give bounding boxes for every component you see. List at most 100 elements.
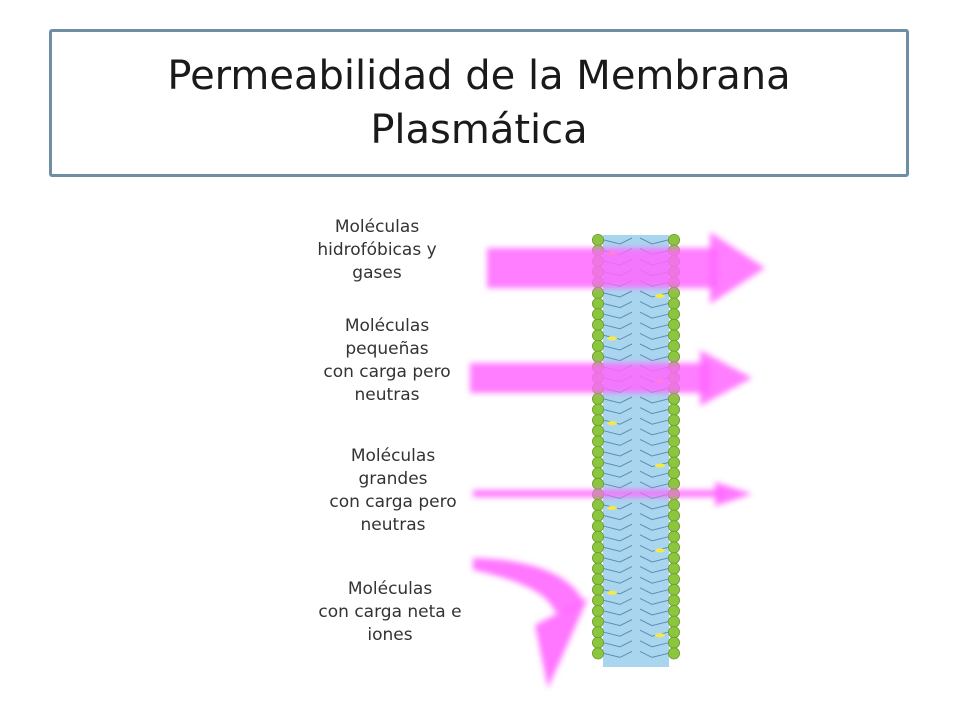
label-line: con carga neta e (318, 602, 462, 622)
label-line: pequeñas (345, 339, 429, 359)
phospholipid-head (592, 445, 605, 458)
phospholipid-head (592, 477, 605, 490)
label-large-neutral: Moléculas grandes con carga pero neutras (308, 445, 478, 537)
cholesterol-mark (655, 548, 665, 553)
label-line: con carga pero (329, 492, 457, 512)
phospholipid-head (668, 318, 681, 331)
label-line: gases (352, 263, 402, 283)
phospholipid-head (668, 562, 681, 575)
phospholipid-head (592, 647, 605, 660)
arrow-hydrophobic (487, 232, 765, 304)
phospholipid-head (592, 573, 605, 586)
lipid-tail (603, 311, 669, 319)
lipid-tail (603, 566, 669, 574)
lipid-tail (603, 523, 669, 531)
phospholipid-head (592, 456, 605, 469)
cholesterol-mark (607, 590, 617, 595)
phospholipid-head (592, 308, 605, 321)
label-charged-ions: Moléculas con carga neta e iones (295, 578, 485, 647)
label-line: con carga pero (323, 362, 451, 382)
phospholipid-head (668, 647, 681, 660)
lipid-tail (603, 597, 669, 605)
cholesterol-mark (607, 336, 617, 341)
label-line: neutras (360, 515, 426, 535)
phospholipid-head (668, 297, 681, 310)
slide-title: Permeabilidad de la Membrana Plasmática (167, 53, 791, 153)
lipid-tail (603, 608, 669, 616)
phospholipid-head (668, 626, 681, 639)
lipid-tail (603, 576, 669, 584)
phospholipid-head (592, 403, 605, 416)
phospholipid-head (668, 605, 681, 618)
phospholipid-head (668, 467, 681, 480)
phospholipid-head (592, 562, 605, 575)
phospholipid-head (668, 552, 681, 565)
phospholipid-head (668, 350, 681, 363)
arrow-small-neutral (470, 350, 752, 406)
arrow-charged-ions (473, 558, 588, 688)
cholesterol-mark (655, 294, 665, 298)
label-line: Moléculas (350, 446, 436, 466)
lipid-tail (603, 640, 669, 648)
membrane-core (603, 235, 669, 667)
label-line: Moléculas (344, 316, 430, 336)
phospholipid-head (592, 520, 605, 533)
phospholipid-head (592, 530, 605, 543)
lipid-tail (603, 650, 669, 658)
phospholipid-head (592, 467, 605, 480)
phospholipid-head (668, 615, 681, 628)
label-line: Moléculas (347, 579, 433, 599)
phospholipid-head (592, 318, 605, 331)
cholesterol-mark (655, 463, 665, 468)
phospholipid-head (668, 445, 681, 458)
phospholipid-head (592, 541, 605, 554)
lipid-tail (603, 343, 669, 351)
lipid-tail (603, 470, 669, 478)
phospholipid-head (592, 615, 605, 628)
phospholipid-head (668, 414, 681, 427)
phospholipid-head (592, 286, 605, 299)
label-line: Moléculas (334, 217, 420, 237)
phospholipid-head (668, 498, 681, 511)
lipid-tail (603, 396, 669, 404)
lipid-tail (603, 534, 669, 542)
phospholipid-head (592, 626, 605, 639)
lipid-tail (603, 513, 669, 521)
lipid-tail (603, 301, 669, 309)
lipid-tail (603, 428, 669, 436)
phospholipid-head (668, 392, 681, 405)
phospholipid-head (668, 594, 681, 607)
phospholipid-head (668, 509, 681, 522)
phospholipid-head (592, 583, 605, 596)
label-line: hidrofóbicas y (317, 240, 437, 260)
phospholipid-head (592, 297, 605, 310)
phospholipid-head (668, 308, 681, 321)
phospholipid-head (592, 329, 605, 342)
arrow-large-neutral (473, 482, 752, 506)
lipid-tail (603, 237, 669, 245)
label-line: neutras (354, 385, 420, 405)
phospholipid-head (668, 636, 681, 649)
phospholipid-head (668, 329, 681, 342)
lipid-tail (603, 481, 669, 489)
phospholipid-head (592, 435, 605, 448)
phospholipid-head (668, 456, 681, 469)
phospholipid-head (668, 530, 681, 543)
title-box: Permeabilidad de la Membrana Plasmática (49, 29, 909, 177)
label-small-neutral: Moléculas pequeñas con carga pero neutra… (302, 315, 472, 407)
cholesterol-mark (607, 506, 617, 510)
label-hydrophobic: Moléculas hidrofóbicas y gases (292, 216, 462, 285)
label-line: grandes (358, 469, 428, 489)
lipid-tail (603, 619, 669, 627)
label-line: iones (367, 625, 413, 645)
phospholipid-head (592, 498, 605, 511)
lipid-tail (603, 354, 669, 362)
phospholipid-head (592, 392, 605, 405)
phospholipid-head (668, 435, 681, 448)
phospholipid-head (592, 509, 605, 522)
phospholipid-head (592, 594, 605, 607)
cholesterol-mark (607, 421, 617, 426)
phospholipid-head (592, 414, 605, 427)
